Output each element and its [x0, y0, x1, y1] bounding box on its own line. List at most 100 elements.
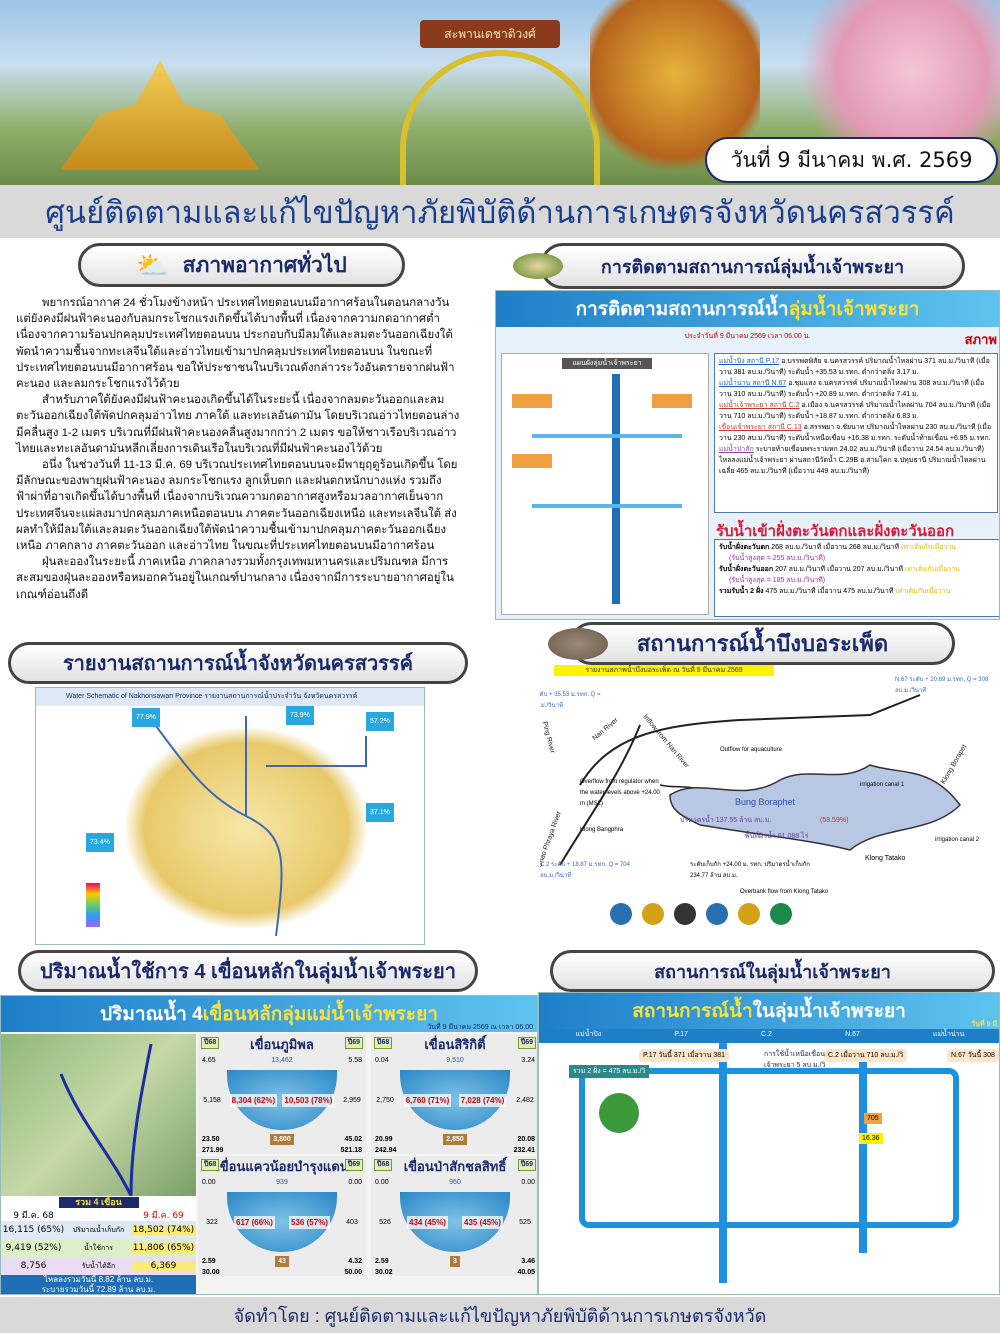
lake-percent: (58.59%)	[820, 817, 849, 824]
release-2568: 20.99	[375, 1136, 393, 1143]
intake-row: รับน้ำฝั่งตะวันออก 207 ลบ.ม./วินาที เมื่…	[719, 566, 960, 573]
release-2569: 20.08	[517, 1136, 535, 1143]
dead-storage: 3	[450, 1256, 460, 1267]
storage-2568: 617 (66%)	[234, 1215, 275, 1229]
intake-row: รับน้ำฝั่งตะวันตก 268 ลบ.ม./วินาที เมื่อ…	[719, 544, 957, 551]
intake-max: (รับน้ำสูงสุด = 255 ลบ.ม./วินาที)	[729, 555, 826, 562]
lake-label: Overflow from regulator when the water l…	[580, 779, 660, 807]
dam-name: เขื่อนแควน้อยบำรุงแดน	[215, 1160, 349, 1175]
total-value: 16,115 (65%)	[2, 1225, 65, 1235]
station-item: แม่น้ำเจ้าพระยา สถานี C.2 อ.เมือง จ.นครส…	[719, 402, 991, 420]
station-item: แม่น้ำป่าสัก ระบายท้ายเขื่อนพระรามหก 24.…	[719, 446, 986, 475]
bridge-sign: สะพานเดชาติวงศ์	[420, 20, 560, 48]
rock-icon	[548, 627, 608, 660]
dam-use: การใช้น้ำเหนือเขื่อนเจ้าพระยา 5 ลบ.ม./วิ	[764, 1051, 826, 1069]
dam-percent-badge: 37.1%	[366, 803, 394, 822]
lake-label: Overbank flow from Klong Tatako	[740, 889, 829, 895]
map-legend	[86, 883, 100, 927]
usable-2568: 5,158	[203, 1096, 221, 1104]
dams-panel-title: ปริมาณน้ำ 4 เขื่อนหลักลุ่มแม่น้ำเจ้าพระย…	[1, 996, 537, 1032]
temple-image	[60, 60, 260, 170]
storage-note: ระดับเก็บกัก +24.00 ม. รทก. ปริมาตรน้ำเก…	[690, 862, 810, 879]
release-2569: 45.02	[344, 1136, 362, 1143]
capacity: 13,462	[271, 1057, 293, 1064]
usable-2568: 526	[379, 1218, 391, 1226]
dams-section-header: ปริมาณน้ำใช้การ 4 เขื่อนหลักในลุ่มน้ำเจ้…	[18, 950, 478, 992]
year-2569-tag: ปี69	[517, 1159, 536, 1171]
total-value: 8,756	[20, 1261, 47, 1271]
weather-paragraph: อนึ่ง ในช่วงวันที่ 11-13 มี.ค. 69 บริเวณ…	[16, 459, 458, 553]
dam-name: เขื่อนภูมิพล	[250, 1038, 314, 1053]
lake-label: Klong Tatako	[865, 855, 906, 862]
station-item: แม่น้ำน่าน สถานี N.67 อ.ชุมแสง จ.นครสวรร…	[719, 380, 985, 398]
lake-label: irrigation canal 1	[860, 782, 905, 788]
usable-2569: 2,959	[343, 1096, 361, 1104]
col-2569: 9 มี.ค. 69	[143, 1211, 184, 1221]
dead-storage: 2,850	[443, 1134, 467, 1145]
usable-2569: 525	[519, 1218, 531, 1226]
usable-2568: 2,750	[376, 1096, 394, 1104]
station-item: แม่น้ำปิง สถานี P.17 อ.บรรพตพิสัย จ.นครส…	[719, 358, 990, 376]
bung-boraphet-section-header: สถานการณ์น้ำบึงบอระเพ็ด	[548, 622, 955, 665]
total-value: 9,419 (52%)	[5, 1243, 62, 1253]
release-total: ระบายรวมวันนี้ 72.89 ล้าน ลบ.ม.	[41, 1285, 156, 1294]
intake-table: รับน้ำฝั่งตะวันตก 268 ลบ.ม./วินาที เมื่อ…	[714, 539, 999, 617]
canal-network	[579, 1068, 959, 1228]
capacity: 9,510	[446, 1057, 464, 1064]
report-date: ประจำวันที่ 9 มีนาคม 2569 เวลา 06.00 น.	[684, 333, 811, 340]
c2-reading: C.2 ระดับ + 18.87 ม.รทก. Q = 704 ลบ.ม./ว…	[540, 862, 630, 879]
year-2568-tag: ปี68	[201, 1159, 220, 1171]
inflow-2569: 0.00	[521, 1179, 535, 1186]
chao-phraya-panel-title: การติดตามสถานการณ์น้ำลุ่มน้ำเจ้าพระยา	[496, 291, 999, 327]
dams-location-map	[1, 1034, 196, 1197]
c2-arrow-value: 705	[864, 1113, 882, 1124]
dams-panel: ปริมาณน้ำ 4 เขื่อนหลักลุ่มแม่น้ำเจ้าพระย…	[0, 995, 538, 1295]
station-item: เขื่อนเจ้าพระยา สถานี C.13 อ.สรรพยา จ.ชั…	[719, 424, 992, 442]
lake-label: irrigation canal 2	[935, 837, 980, 843]
report-section-header: รายงานสถานการณ์น้ำจังหวัดนครสวรรค์	[8, 642, 468, 684]
storage-2568: 434 (45%)	[407, 1215, 448, 1229]
side-title: สภาพ	[964, 333, 997, 348]
weather-forecast-text: พยากรณ์อากาศ 24 ชั่วโมงข้างหน้า ประเทศไท…	[16, 295, 461, 603]
rate-2568: 242.94	[375, 1147, 397, 1154]
report-line: รายงานสภาพน้ำบึงบอระเพ็ด ณ วันที่ 9 มีนา…	[554, 665, 774, 676]
storage-2568: 8,304 (62%)	[229, 1093, 278, 1107]
total-value: 6,369	[131, 1261, 196, 1271]
n67-flow: N.67 วันนี้ 308	[947, 1049, 999, 1062]
inflow-2569: 3.24	[521, 1057, 535, 1064]
total-label: น้ำใช้การ	[84, 1244, 113, 1252]
intake-row: รวมรับน้ำ 2 ฝั่ง 475 ลบ.ม./วินาที เมื่อว…	[719, 588, 951, 595]
year-2569-tag: ปี69	[344, 1159, 363, 1171]
capacity: 960	[449, 1179, 461, 1186]
weather-paragraph: พยากรณ์อากาศ 24 ชั่วโมงข้างหน้า ประเทศไท…	[16, 297, 455, 391]
inflow-total: ไหลลงรวมวันนี้ 8.82 ล้าน ลบ.ม.	[43, 1275, 154, 1284]
storage-2569: 10,503 (78%)	[282, 1093, 335, 1107]
release-2569: 3.46	[521, 1258, 535, 1265]
bridge-image	[400, 50, 600, 185]
both-banks-flow: รวม 2 ฝั่ง = 475 ลบ.ม./วิ	[569, 1065, 650, 1078]
usable-2569: 403	[346, 1218, 358, 1226]
storage-bowl: 6,760 (71%)7,028 (74%)	[400, 1070, 510, 1130]
c2-flow: C.2 เมื่อวาน 710 ลบ.ม./วิ	[824, 1049, 908, 1062]
basin-date: วันที่ 9 มี	[971, 1021, 997, 1028]
water-schematic-map: Water Schematic of Nakhonsawan Province …	[35, 687, 425, 945]
river-lines	[155, 716, 367, 937]
release-2568: 23.50	[202, 1136, 220, 1143]
rate-2569: 50.00	[344, 1269, 362, 1276]
weather-paragraph: สำหรับภาคใต้ยังคงมีฝนฟ้าคะนองเกิดขึ้นได้…	[16, 394, 460, 455]
dam-percent-badge: 73.4%	[86, 833, 114, 852]
agency-logos	[610, 903, 792, 925]
weather-section-header: ⛅ สภาพอากาศทั่วไป	[78, 243, 405, 287]
page-title: ศูนย์ติดตามและแก้ไขปัญหาภัยพิบัติด้านการ…	[0, 185, 1000, 238]
dam-name: เขื่อนสิริกิติ์	[424, 1038, 486, 1053]
bung-boraphet-heading: สถานการณ์น้ำบึงบอระเพ็ด	[636, 631, 889, 656]
n67-reading: N.67 ระดับ + 20.89 ม.รทก. Q = 308 ลบ.ม./…	[895, 677, 989, 694]
capacity: 939	[276, 1179, 288, 1186]
storage-2569: 536 (57%)	[289, 1215, 330, 1229]
dead-storage: 3,800	[270, 1134, 294, 1145]
footer-credit: จัดทำโดย : ศูนย์ติดตามและแก้ไขปัญหาภัยพิ…	[0, 1297, 1000, 1333]
basin-schematic: แผนผังลุ่มน้ำเจ้าพระยา	[501, 353, 709, 615]
total-label: รับน้ำได้อีก	[81, 1262, 116, 1270]
usable-2569: 2,482	[516, 1096, 534, 1104]
